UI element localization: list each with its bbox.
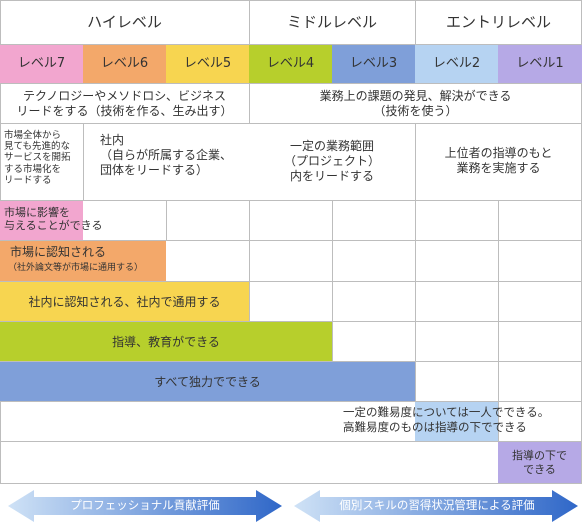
bar-independent: すべて独力でできる bbox=[0, 362, 415, 401]
level2-capability-label: 一定の難易度については一人でできる。 高難易度のものは指導の下でできる bbox=[343, 405, 550, 434]
arrow-left-label: プロフェッショナル貢献評価 bbox=[70, 498, 220, 513]
arrow-right-label: 個別スキルの習得状況管理による評価 bbox=[339, 498, 535, 513]
lead-level7: 市場全体から 見ても先進的な サービスを開拓 する市場化を リードする bbox=[4, 130, 71, 186]
level-cell-7: レベル7 bbox=[0, 45, 83, 83]
level-cell-5: レベル5 bbox=[166, 45, 249, 83]
lead-entry: 上位者の指導のもと 業務を実施する bbox=[444, 146, 553, 175]
group-middle-level: ミドルレベル bbox=[286, 13, 377, 31]
bar-market-recognized bbox=[0, 241, 166, 281]
level1-capability-label: 指導の下で できる bbox=[512, 448, 567, 476]
right-arrow-shape bbox=[294, 490, 578, 522]
scope-middle-entry: 業務上の課題の発見、解決ができる （技術を使う） bbox=[319, 89, 512, 118]
group-entry-level: エントリレベル bbox=[445, 13, 551, 31]
level-cell-6: レベル6 bbox=[83, 45, 166, 83]
lead-middle: 一定の業務範囲 （プロジェクト） 内をリードする bbox=[283, 138, 380, 183]
bar-internal-recognized: 社内に認知される、社内で通用する bbox=[0, 282, 249, 321]
group-high-level: ハイレベル bbox=[87, 13, 162, 31]
lead-level65: 社内 （自らが所属する企業、 団体をリードする） bbox=[100, 133, 233, 177]
market-recognized-sub: （社外論文等が市場に通用する） bbox=[8, 263, 144, 273]
bar-level1: 指導の下で できる bbox=[498, 442, 581, 483]
level-cell-4: レベル4 bbox=[249, 45, 332, 83]
left-arrow-shape bbox=[8, 490, 282, 522]
bar-mentoring: 指導、教育ができる bbox=[0, 322, 332, 361]
bar-level2 bbox=[415, 402, 498, 441]
market-influence-label: 市場に影響を 与えることができる bbox=[4, 206, 103, 233]
level-cell-1: レベル1 bbox=[498, 45, 582, 83]
market-recognized-label: 市場に認知される bbox=[10, 245, 107, 259]
level-cell-2: レベル2 bbox=[415, 45, 498, 83]
bar-level7 bbox=[0, 201, 83, 240]
evaluation-arrows bbox=[8, 490, 578, 522]
scope-high: テクノロジーやメソドロシ、ビジネス リードをする（技術を作る、生み出す） bbox=[16, 89, 233, 118]
level-cell-3: レベル3 bbox=[332, 45, 415, 83]
